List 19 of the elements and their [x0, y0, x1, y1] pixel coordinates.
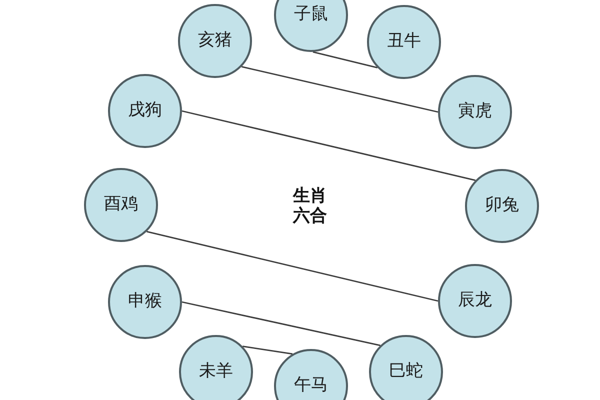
node-label: 子鼠	[294, 4, 328, 26]
connector-line	[182, 301, 380, 346]
node-label: 辰龙	[458, 290, 492, 312]
node-label: 巳蛇	[389, 361, 423, 383]
connector-line	[312, 51, 378, 68]
node-label: 酉鸡	[104, 194, 138, 216]
node-label: 丑牛	[387, 31, 421, 53]
node-label: 未羊	[199, 361, 233, 383]
connector-line	[146, 230, 438, 302]
node-label: 亥猪	[198, 30, 232, 52]
node-label: 卯兔	[485, 195, 519, 217]
node-label: 寅虎	[458, 101, 492, 123]
node-label: 戌狗	[128, 100, 162, 122]
center-title: 生肖六合	[293, 186, 328, 227]
node-label: 午马	[294, 375, 328, 397]
connector-line	[182, 110, 476, 181]
node-label: 申猴	[128, 291, 162, 313]
connector-line	[241, 66, 438, 113]
connector-line	[242, 346, 293, 355]
